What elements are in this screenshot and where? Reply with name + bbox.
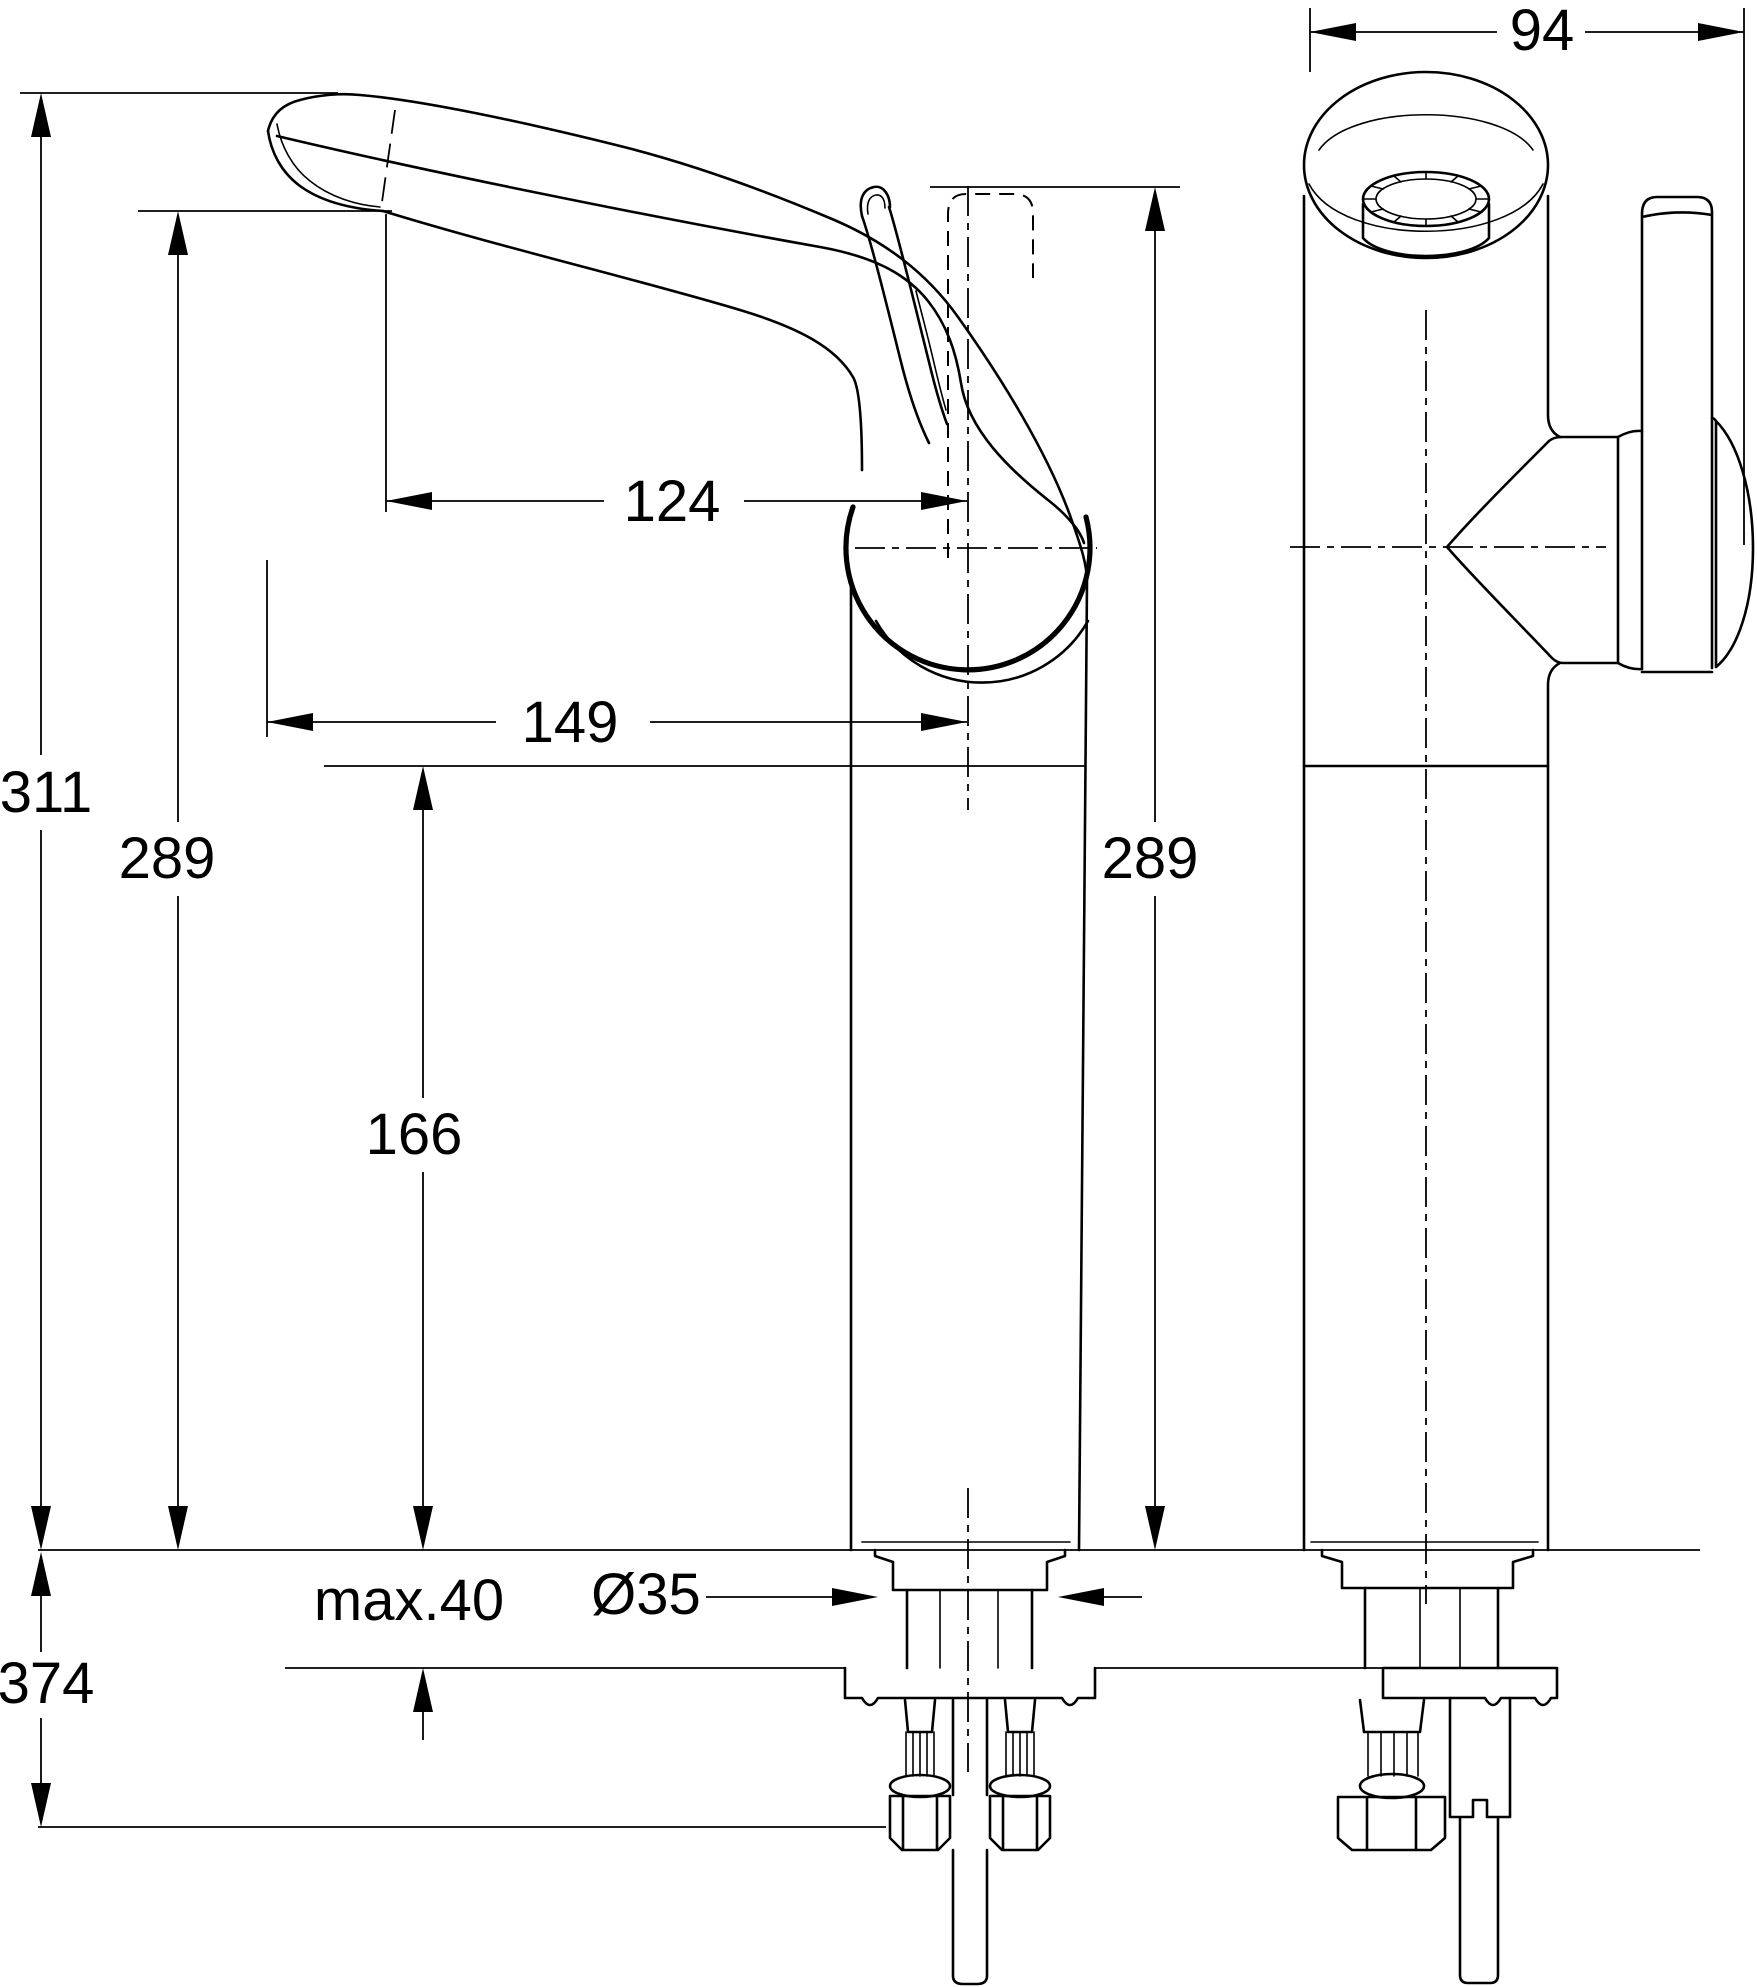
spout-head-outline [1302,70,1550,260]
aerator-ring-inner [1375,178,1477,220]
front-supply-connector [1336,1698,1447,1852]
dim-label-289-right: 289 [1102,826,1199,891]
front-shank-inner-lines [1419,1587,1461,1669]
spout-outer-contour [266,92,1089,1552]
handle-knob-circle [843,504,1093,673]
side-view [266,92,1097,1986]
dim-label-166: 166 [366,1102,463,1167]
side-mounting-flange [843,1666,1097,1707]
handle-lever-crease [915,290,947,411]
arrow-up-icon [413,1668,433,1712]
dim-label-289-left: 289 [119,826,216,891]
spout-inner-sculpt-line [275,134,1086,545]
dim-label-374: 374 [0,1651,94,1716]
arrow-right-icon [1698,23,1744,41]
arrow-down-icon [1145,1506,1165,1550]
dimension-max-deck-thickness: max.40 [314,1568,504,1740]
arrow-right-icon [921,713,967,731]
dimension-height-with-shank: 374 [0,1552,94,1827]
dimension-column-height: 166 [366,766,463,1550]
dimension-height-to-handle-top: 289 [1102,187,1199,1550]
arrow-right-icon [921,492,967,510]
aerator-cylinder [1361,202,1491,258]
front-shank [1363,1586,1500,1670]
arrow-left-icon [1058,1588,1104,1606]
dim-label-124: 124 [624,469,721,534]
front-trim-ring [1320,1548,1535,1590]
arrow-up-icon [31,93,51,137]
arrow-left-icon [386,492,432,510]
arrow-down-icon [413,1506,433,1550]
dimension-height-to-spout-top: 311 [0,93,92,1550]
arrow-down-icon [31,1506,51,1550]
handle-lever-outer-edge [860,214,931,445]
hidden-cartridge-outline [947,193,1034,558]
dimension-spout-reach-overall: 149 [267,690,967,755]
dim-label-dia35: Ø35 [591,1562,701,1627]
dimension-reference-lines [20,8,1745,1828]
aerator-knurl-ticks [1362,171,1490,227]
valve-cone [1445,435,1620,665]
front-mounting-flange [1381,1666,1559,1707]
handle-lever-tip-cap-inner [866,194,886,215]
side-supply-connector-right [988,1698,1052,1852]
arrow-up-icon [31,1552,51,1596]
spout-underside [381,209,864,472]
front-body-right-edge [1546,194,1562,1552]
front-guide-and-stud [1448,1696,1512,1985]
dimension-spout-reach-tip: 124 [386,469,967,534]
arrow-down-icon [31,1783,51,1827]
spout-tip-face-inner [276,123,381,208]
front-knob-disc [1710,416,1755,669]
handle-lever-inner-edge [887,205,949,426]
dim-label-311: 311 [0,760,92,825]
side-shank [905,1588,1034,1670]
arrow-up-icon [413,766,433,810]
dimension-overall-width: 94 [1310,0,1744,63]
dim-label-149: 149 [522,690,619,755]
arrow-up-icon [168,211,188,255]
spout-tip-axis-mark [380,109,396,210]
front-handle-lever [1640,195,1714,674]
spout-head-lip-arc [1308,183,1544,233]
front-view [1290,70,1755,1985]
aerator-ring-outer [1361,170,1491,228]
handle-collar [1616,429,1644,671]
side-fixing-stud [951,1698,989,1986]
arrow-right-icon [832,1588,878,1606]
dim-label-max40: max.40 [314,1568,504,1633]
handle-lever-tip-cap [859,185,892,218]
handle-knob-back-edge [874,619,1090,684]
side-trim-ring [873,1548,1067,1592]
spout-tip-face [266,129,385,213]
spout-head-top-arc [1318,114,1534,151]
dimension-height-to-spout-outlet: 289 [119,211,216,1550]
dimension-tap-hole-diameter: Ø35 [591,1562,1142,1627]
side-supply-connector-left [888,1698,952,1852]
dim-label-94: 94 [1510,0,1575,63]
side-shank-inner-lines [939,1589,999,1669]
arrow-left-icon [1310,23,1356,41]
arrow-up-icon [1145,187,1165,231]
arrow-left-icon [267,713,313,731]
arrow-down-icon [168,1506,188,1550]
